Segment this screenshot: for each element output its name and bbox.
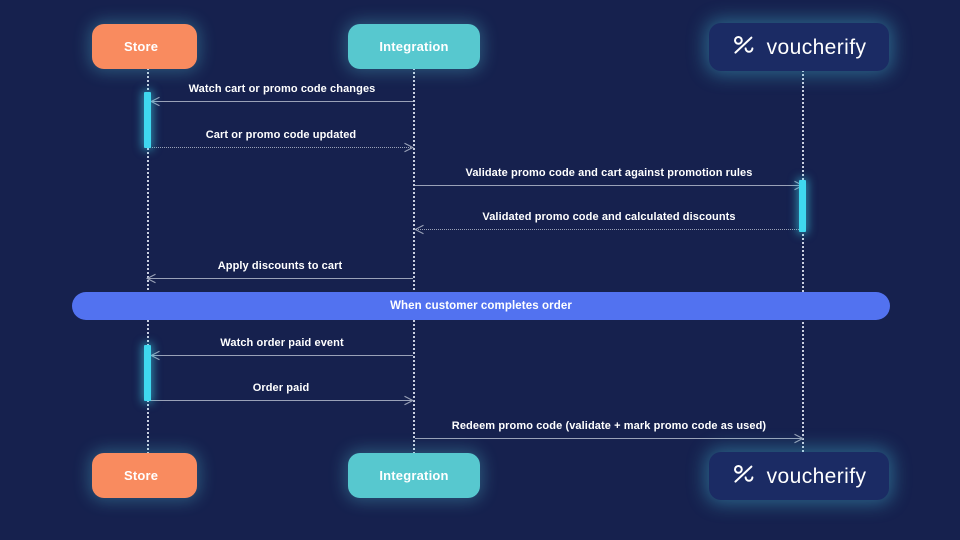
message-line (151, 355, 413, 356)
activation-bar-store-top (144, 92, 151, 148)
message-label: Cart or promo code updated (205, 129, 357, 141)
message-line (149, 400, 413, 401)
message-label: Redeem promo code (validate + mark promo… (451, 420, 767, 432)
message-order-paid: Order paid (149, 375, 414, 406)
actor-label-integration-top: Integration (379, 39, 449, 54)
note-when-customer-completes-order: When customer completes order (72, 292, 890, 320)
arrow-head-left-icon (150, 350, 161, 361)
message-label: Watch order paid event (220, 337, 344, 349)
actor-box-integration-top[interactable]: Integration (348, 24, 480, 69)
message-label: Validate promo code and cart against pro… (465, 167, 753, 179)
actor-box-store-top[interactable]: Store (92, 24, 197, 69)
actor-label-store-top: Store (124, 39, 159, 54)
message-label: Watch cart or promo code changes (188, 83, 376, 95)
activation-bar-voucherify (799, 180, 806, 232)
arrow-head-left-icon (150, 96, 161, 107)
arrow-head-right-icon (403, 395, 414, 406)
actor-box-voucherify-top[interactable]: voucherify (709, 23, 889, 71)
actor-label-integration-bottom: Integration (379, 468, 449, 483)
message-line (415, 438, 803, 439)
message-watch-order-paid-event: Watch order paid event (150, 330, 413, 361)
actor-box-voucherify-bottom[interactable]: voucherify (709, 452, 889, 500)
message-line (149, 147, 413, 148)
lifeline-voucherify (802, 70, 806, 456)
percent-icon (732, 463, 756, 490)
voucherify-wordmark-bottom: voucherify (766, 464, 867, 488)
message-cart-or-promo-code-updated: Cart or promo code updated (149, 122, 414, 153)
message-line (415, 185, 803, 186)
message-redeem-promo-code: Redeem promo code (validate + mark promo… (415, 413, 804, 444)
voucherify-logo-top: voucherify (732, 34, 867, 61)
message-watch-cart-or-promo-code-changes: Watch cart or promo code changes (150, 76, 413, 107)
message-label: Order paid (252, 382, 310, 394)
message-validate-promo-code-and-cart: Validate promo code and cart against pro… (415, 160, 804, 191)
lifeline-integration (413, 68, 417, 458)
message-line (147, 278, 413, 279)
actor-box-store-bottom[interactable]: Store (92, 453, 197, 498)
voucherify-wordmark-top: voucherify (766, 35, 867, 59)
message-apply-discounts-to-cart: Apply discounts to cart (146, 253, 413, 284)
actor-box-integration-bottom[interactable]: Integration (348, 453, 480, 498)
arrow-head-right-icon (793, 433, 804, 444)
activation-bar-store-bottom (144, 345, 151, 401)
lifeline-store (147, 68, 151, 458)
arrow-head-right-icon (403, 142, 414, 153)
arrow-head-left-icon (414, 224, 425, 235)
note-label: When customer completes order (390, 300, 572, 312)
arrow-head-left-icon (146, 273, 157, 284)
actor-label-store-bottom: Store (124, 468, 159, 483)
message-label: Validated promo code and calculated disc… (482, 211, 736, 223)
message-line (151, 101, 413, 102)
voucherify-logo-bottom: voucherify (732, 463, 867, 490)
percent-icon (732, 34, 756, 61)
message-validated-promo-code-and-discounts: Validated promo code and calculated disc… (414, 204, 803, 235)
message-label: Apply discounts to cart (217, 260, 343, 272)
message-line (415, 229, 803, 230)
